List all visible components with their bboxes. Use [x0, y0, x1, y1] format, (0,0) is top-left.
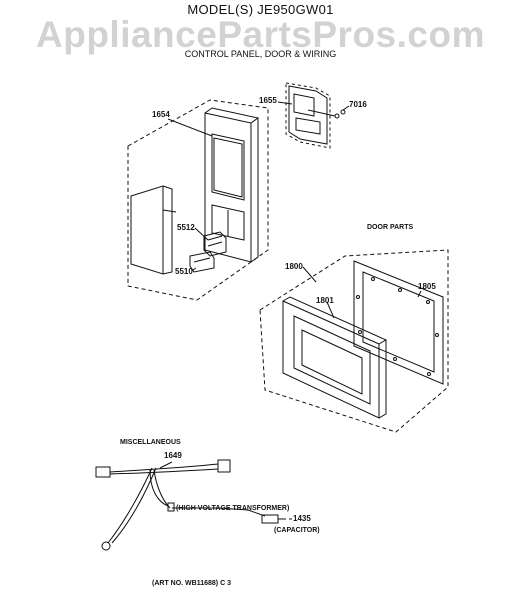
part-label-1801: 1801: [316, 296, 334, 305]
part-label-1435: 1435: [293, 514, 311, 523]
art-number: (ART NO. WB11688) C 3: [152, 580, 231, 587]
part-label-1655: 1655: [259, 96, 277, 105]
door-assembly: [259, 249, 449, 433]
part-label-1654: 1654: [152, 110, 170, 119]
miscellaneous-heading: MISCELLANEOUS: [120, 439, 181, 446]
bracket-1655: [285, 82, 346, 149]
control-panel-assembly: [127, 99, 269, 301]
door-parts-heading: DOOR PARTS: [367, 224, 414, 231]
capacitor-1435: [261, 514, 286, 524]
part-label-1805: 1805: [418, 282, 436, 291]
part-label-5510: 5510: [175, 267, 193, 276]
part-label-1649: 1649: [164, 451, 182, 460]
part-label-5512: 5512: [177, 223, 195, 232]
part-label-7016: 7016: [349, 100, 367, 109]
hv-transformer-label: (HIGH VOLTAGE TRANSFORMER): [176, 505, 290, 512]
wiring-harness: [95, 459, 266, 551]
watermark-logo: AppliancePartsPros.com: [36, 14, 485, 55]
diagram-subtitle: CONTROL PANEL, DOOR & WIRING: [184, 49, 337, 59]
part-label-1800: 1800: [285, 262, 303, 271]
capacitor-label: (CAPACITOR): [274, 527, 320, 534]
model-title: MODEL(S) JE950GW01: [187, 2, 334, 17]
